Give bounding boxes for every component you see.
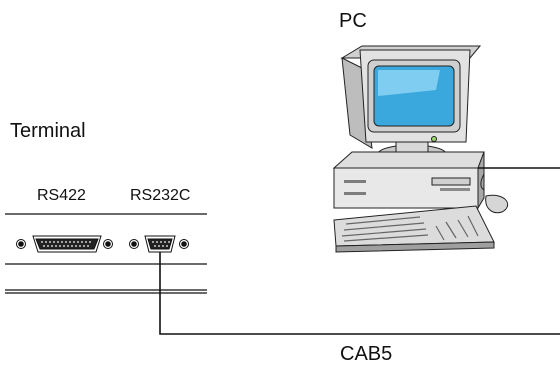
- pc-icon: [332, 45, 508, 253]
- cab5-cable-line: [159, 252, 560, 335]
- terminal-label: Terminal: [10, 120, 86, 142]
- pc-label: PC: [339, 10, 367, 32]
- cab5-label: CAB5: [340, 343, 393, 365]
- terminal-panel: [5, 213, 207, 294]
- keyboard-keys-icon: [341, 215, 479, 242]
- rs232c-label: RS232C: [130, 187, 191, 204]
- rs422-connector-icon: [16, 235, 113, 253]
- rs422-label: RS422: [37, 187, 86, 204]
- rs232c-connector-icon: [129, 235, 189, 253]
